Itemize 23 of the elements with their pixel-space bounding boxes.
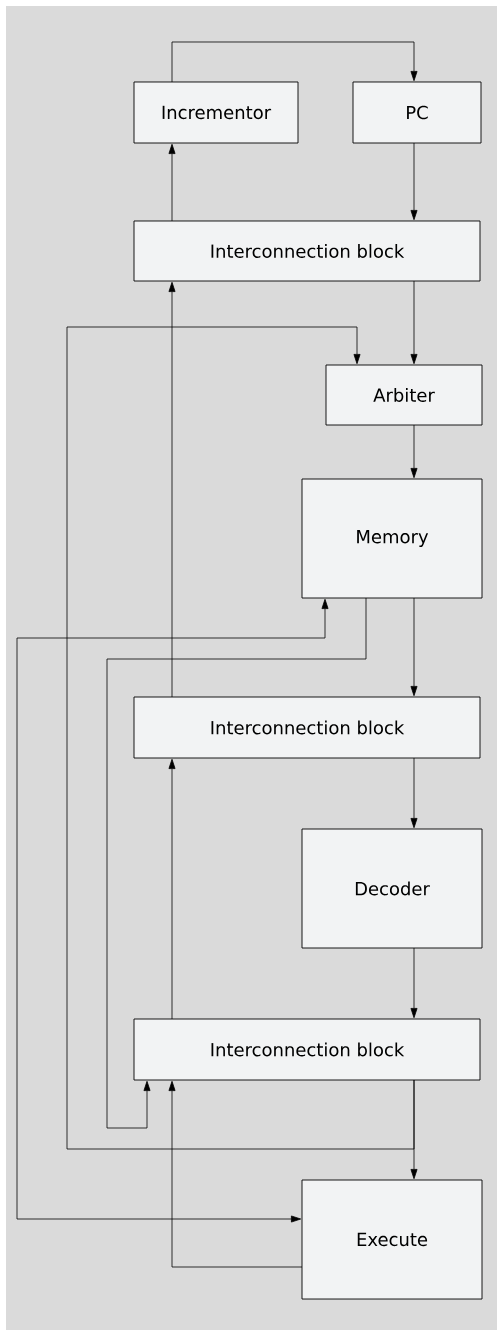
arrow [168, 143, 176, 222]
arrow [106, 597, 367, 1129]
arrow [410, 947, 418, 1019]
process-box: Interconnection block [133, 696, 481, 759]
process-box: PC [352, 81, 482, 144]
arrow [410, 597, 418, 697]
process-box: Arbiter [325, 364, 483, 426]
process-box: Interconnection block [133, 220, 481, 282]
arrow [168, 758, 176, 1020]
process-box: Interconnection block [133, 1018, 481, 1081]
arrow [410, 424, 418, 479]
arrow [66, 326, 415, 1150]
process-box: Decoder [301, 828, 483, 949]
arrow [171, 41, 418, 83]
process-box: Memory [301, 478, 483, 599]
arrow [16, 598, 329, 1223]
arrow [410, 280, 418, 365]
arrow [168, 281, 176, 698]
process-box: Incrementor [133, 81, 299, 144]
process-box: Execute [301, 1179, 483, 1300]
arrow [410, 142, 418, 221]
arrow [168, 1080, 303, 1268]
arrow [410, 757, 418, 829]
